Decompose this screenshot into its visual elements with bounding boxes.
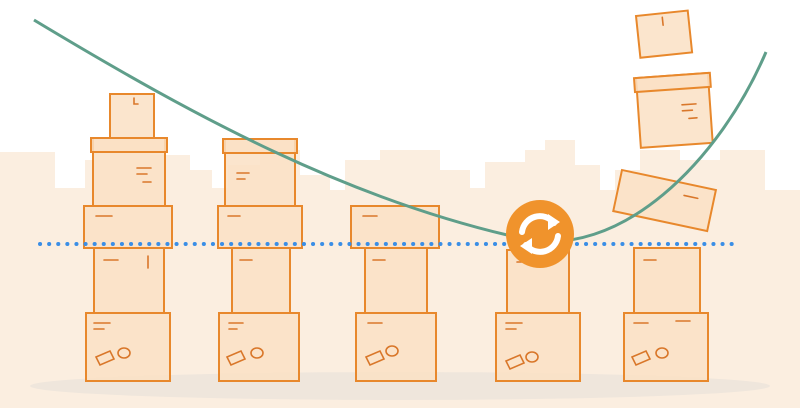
box-stack-3 [350,205,440,382]
box [83,205,173,249]
box [633,247,701,314]
box-stack-2 [217,138,303,382]
box-stack-4 [495,249,581,382]
refresh-icon [506,200,574,268]
box [222,138,298,207]
box [623,312,709,382]
box [231,247,291,314]
refresh-arrows [519,213,561,255]
box [93,247,165,314]
box [217,205,303,249]
box [612,168,718,233]
box [495,312,581,382]
box-stack-5 [612,9,718,382]
box [109,93,155,139]
box [634,9,694,59]
box [85,312,171,382]
refresh-badge [506,200,574,268]
ground-shadow [30,372,770,400]
box [90,137,168,207]
box [364,247,428,314]
box [632,71,714,149]
box [218,312,300,382]
box-stack-1 [83,93,173,382]
u-curve-line [33,18,768,244]
box [350,205,440,249]
box [355,312,437,382]
